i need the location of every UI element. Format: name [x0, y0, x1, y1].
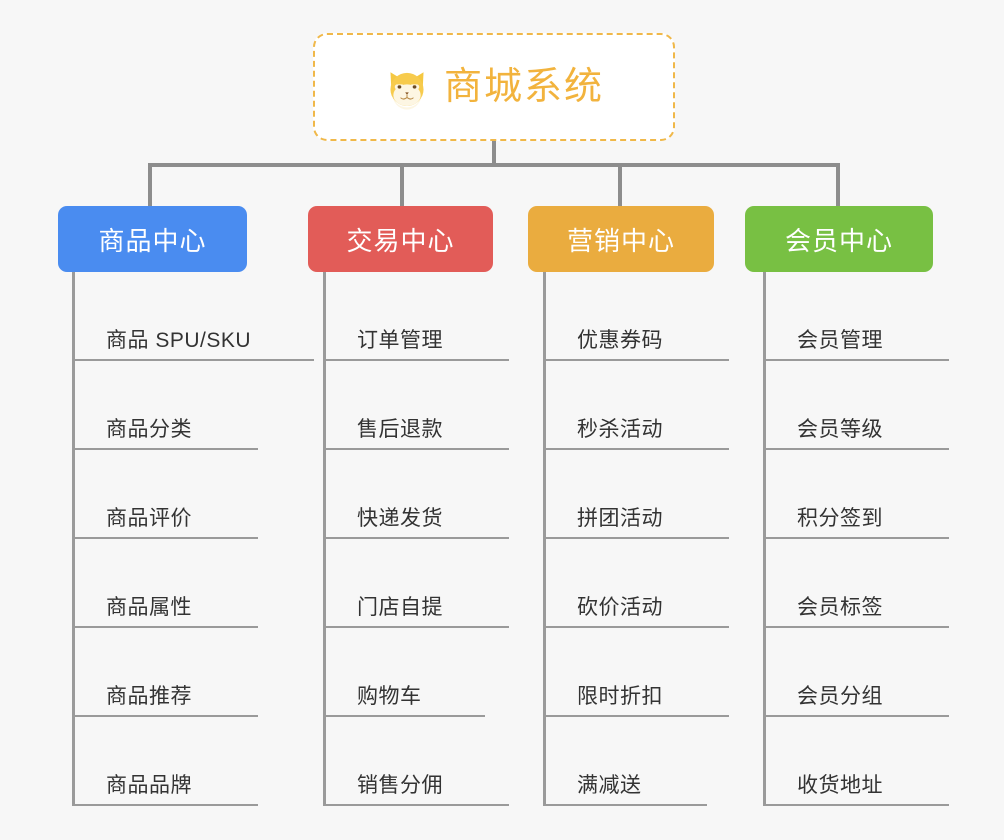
leaf-item-label: 优惠券码 — [577, 328, 663, 352]
shiba-dog-face-icon — [384, 65, 430, 111]
leaf-item-label: 商品属性 — [106, 595, 192, 619]
leaf-item[interactable]: 砍价活动 — [543, 539, 729, 628]
branch-drop-line-1 — [148, 163, 152, 206]
branch-bus-line — [148, 163, 840, 167]
leaf-item-label: 商品 SPU/SKU — [106, 328, 252, 352]
leaf-item[interactable]: 商品分类 — [72, 361, 258, 450]
category-label: 营销中心 — [566, 225, 675, 256]
leaf-item[interactable]: 满减送 — [543, 717, 707, 806]
category-box-trade-center[interactable]: 交易中心 — [308, 206, 493, 272]
branch-column-product-center: 商品 SPU/SKU 商品分类商品评价商品属性商品推荐商品品牌 — [72, 272, 332, 806]
leaf-item-label: 积分签到 — [797, 506, 883, 530]
branch-column-trade-center: 订单管理售后退款快递发货门店自提购物车销售分佣 — [323, 272, 583, 806]
leaf-item-label: 商品品牌 — [106, 773, 192, 797]
leaf-item-label: 门店自提 — [357, 595, 443, 619]
leaf-item[interactable]: 商品 SPU/SKU — [72, 272, 314, 361]
leaf-item[interactable]: 商品评价 — [72, 450, 258, 539]
branch-trunk-line-marketing-center — [543, 272, 546, 806]
branch-column-member-center: 会员管理会员等级积分签到会员标签会员分组收货地址 — [763, 272, 1004, 806]
category-box-marketing-center[interactable]: 营销中心 — [528, 206, 714, 272]
root-node[interactable]: 商城系统 — [313, 33, 675, 141]
leaf-item-label: 拼团活动 — [577, 506, 663, 530]
leaf-item-label: 销售分佣 — [357, 773, 443, 797]
leaf-item-label: 购物车 — [357, 684, 422, 708]
leaf-item[interactable]: 销售分佣 — [323, 717, 509, 806]
branch-trunk-line-trade-center — [323, 272, 326, 806]
root-title: 商城系统 — [443, 66, 604, 108]
branch-drop-line-4 — [836, 163, 840, 206]
category-box-product-center[interactable]: 商品中心 — [58, 206, 247, 272]
leaf-item-label: 会员等级 — [797, 417, 883, 441]
leaf-item-label: 满减送 — [577, 773, 642, 797]
leaf-item-label: 快递发货 — [357, 506, 443, 530]
leaf-item-label: 商品分类 — [106, 417, 192, 441]
leaf-item[interactable]: 会员等级 — [763, 361, 949, 450]
leaf-item-label: 限时折扣 — [577, 684, 663, 708]
leaf-item[interactable]: 售后退款 — [323, 361, 509, 450]
category-box-member-center[interactable]: 会员中心 — [745, 206, 933, 272]
leaf-item[interactable]: 秒杀活动 — [543, 361, 729, 450]
leaf-item-label: 秒杀活动 — [577, 417, 663, 441]
category-label: 会员中心 — [784, 225, 893, 256]
leaf-item[interactable]: 商品推荐 — [72, 628, 258, 717]
leaf-item[interactable]: 会员管理 — [763, 272, 949, 361]
leaf-item-label: 会员标签 — [797, 595, 883, 619]
leaf-item-label: 商品推荐 — [106, 684, 192, 708]
leaf-item[interactable]: 会员标签 — [763, 539, 949, 628]
leaf-item[interactable]: 订单管理 — [323, 272, 509, 361]
leaf-item[interactable]: 收货地址 — [763, 717, 949, 806]
leaf-item[interactable]: 快递发货 — [323, 450, 509, 539]
leaf-item-label: 会员分组 — [797, 684, 883, 708]
category-label: 商品中心 — [98, 225, 207, 256]
leaf-item-label: 砍价活动 — [577, 595, 663, 619]
category-label: 交易中心 — [346, 225, 455, 256]
leaf-item-label: 订单管理 — [357, 328, 443, 352]
leaf-item[interactable]: 购物车 — [323, 628, 485, 717]
leaf-item[interactable]: 商品属性 — [72, 539, 258, 628]
branch-drop-line-3 — [618, 163, 622, 206]
leaf-item[interactable]: 优惠券码 — [543, 272, 729, 361]
branch-column-marketing-center: 优惠券码秒杀活动拼团活动砍价活动限时折扣满减送 — [543, 272, 803, 806]
leaf-item-label: 售后退款 — [357, 417, 443, 441]
leaf-item[interactable]: 会员分组 — [763, 628, 949, 717]
leaf-item[interactable]: 拼团活动 — [543, 450, 729, 539]
leaf-item-label: 收货地址 — [797, 773, 883, 797]
leaf-item[interactable]: 积分签到 — [763, 450, 949, 539]
root-stem-line — [492, 141, 496, 167]
branch-drop-line-2 — [400, 163, 404, 206]
leaf-item-label: 会员管理 — [797, 328, 883, 352]
leaf-item[interactable]: 门店自提 — [323, 539, 509, 628]
branch-trunk-line-product-center — [72, 272, 75, 806]
leaf-item[interactable]: 商品品牌 — [72, 717, 258, 806]
branch-trunk-line-member-center — [763, 272, 766, 806]
leaf-item-label: 商品评价 — [106, 506, 192, 530]
leaf-item[interactable]: 限时折扣 — [543, 628, 729, 717]
